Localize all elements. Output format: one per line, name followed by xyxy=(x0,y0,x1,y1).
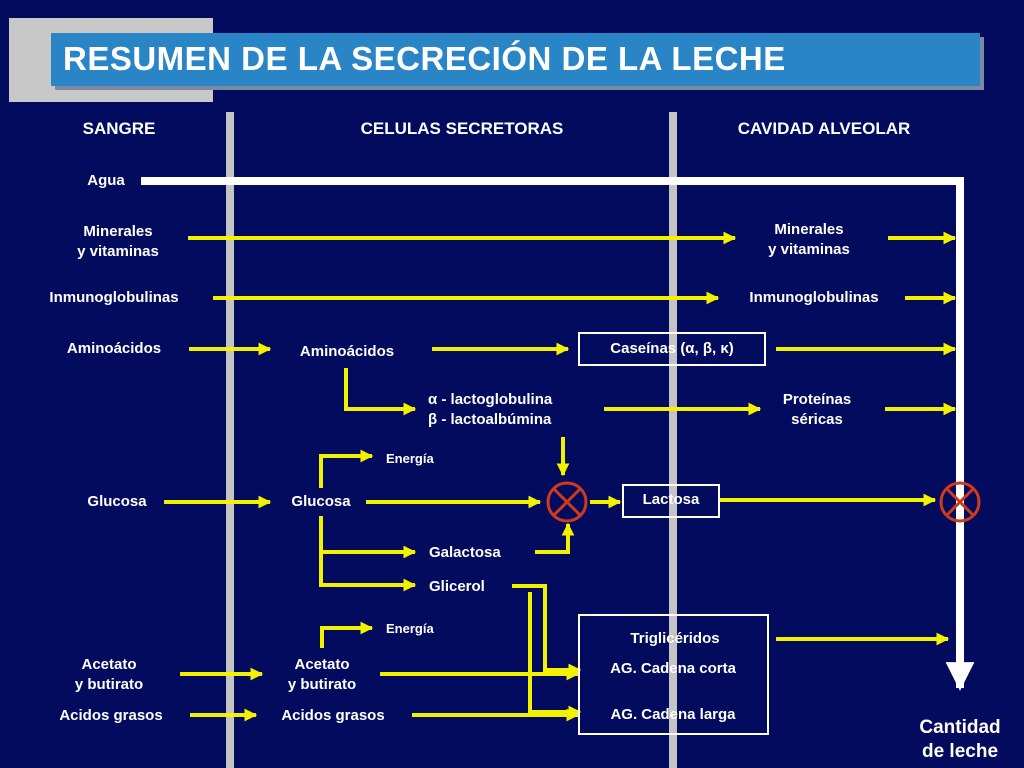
label-energia-2: Energía xyxy=(386,621,434,636)
arrow-galactosa-up xyxy=(535,522,575,554)
arrow-glicerol-corta xyxy=(512,584,582,677)
label-proteinas-1: Proteínas xyxy=(782,391,852,408)
label-glicerol: Glicerol xyxy=(429,578,485,595)
column-header-cavidad: CAVIDAD ALVEOLAR xyxy=(737,119,911,138)
label-minerales-r1: Minerales xyxy=(774,221,844,238)
arrow-glicerol-larga xyxy=(528,592,582,719)
combine-symbol-1 xyxy=(546,481,588,523)
label-glucosa-left: Glucosa xyxy=(87,493,147,510)
label-galactosa: Galactosa xyxy=(429,544,501,561)
divider-sangre-celulas xyxy=(226,112,234,768)
label-glucosa-center: Glucosa xyxy=(291,493,351,510)
label-acidos-left: Acidos grasos xyxy=(59,707,163,724)
column-header-celulas: CELULAS SECRETORAS xyxy=(360,119,564,138)
label-proteinas-2: séricas xyxy=(791,411,843,428)
title-bar: RESUMEN DE LA SECRECIÓN DE LA LECHE xyxy=(51,33,980,86)
combine-symbol-2 xyxy=(939,481,981,523)
label-acetato-c2: y butirato xyxy=(287,676,357,693)
arrow-energia-1 xyxy=(319,449,374,488)
label-acetato-l1: Acetato xyxy=(81,656,137,673)
column-header-sangre: SANGRE xyxy=(82,119,156,138)
trigliceridos-box xyxy=(578,614,769,735)
label-lactoalbumina: β - lactoalbúmina xyxy=(428,411,552,428)
label-acidos-center: Acidos grasos xyxy=(281,707,385,724)
divider-celulas-cavidad xyxy=(669,112,677,768)
arrow-energia-2 xyxy=(320,621,374,648)
label-lactosa: Lactosa xyxy=(642,491,700,508)
arrow-glicerol xyxy=(319,552,417,592)
slide-title: RESUMEN DE LA SECRECIÓN DE LA LECHE xyxy=(63,40,786,77)
label-cantidad-1: Cantidad xyxy=(919,717,1001,738)
lactosa-box xyxy=(622,484,720,518)
label-inmuno-left: Inmunoglobulinas xyxy=(49,289,179,306)
label-cantidad-2: de leche xyxy=(921,741,999,762)
label-agua: Agua xyxy=(87,172,125,189)
label-minerales-l2: y vitaminas xyxy=(77,243,159,260)
label-minerales-l1: Minerales xyxy=(83,223,153,240)
label-ag-corta: AG. Cadena corta xyxy=(610,660,736,677)
caseinas-box xyxy=(578,332,766,366)
label-amino-left: Aminoácidos xyxy=(66,340,162,357)
label-energia-1: Energía xyxy=(386,451,434,466)
label-trigliceridos: Triglicéridos xyxy=(630,630,720,647)
label-acetato-c1: Acetato xyxy=(294,656,350,673)
label-caseinas: Caseínas (α, β, κ) xyxy=(610,340,734,357)
arrow-amino-lacto xyxy=(344,368,417,416)
agua-milk-path xyxy=(141,177,975,691)
arrow-galactosa xyxy=(319,516,417,559)
label-lactoglobulina: α - lactoglobulina xyxy=(428,391,553,408)
label-minerales-r2: y vitaminas xyxy=(768,241,850,258)
label-ag-larga: AG. Cadena larga xyxy=(610,706,736,723)
label-acetato-l2: y butirato xyxy=(74,676,144,693)
label-amino-center: Aminoácidos xyxy=(299,343,395,360)
label-inmuno-right: Inmunoglobulinas xyxy=(749,289,879,306)
